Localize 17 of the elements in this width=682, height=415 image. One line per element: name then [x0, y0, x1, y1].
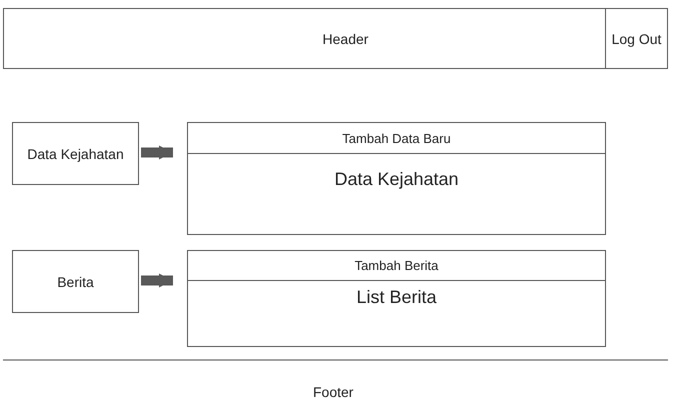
- box-label: Data Kejahatan: [334, 169, 459, 190]
- box-label: Log Out: [612, 30, 662, 46]
- header-bar: [3, 8, 606, 69]
- box-label: Header: [322, 30, 368, 46]
- menu-box: [12, 250, 139, 313]
- box-label: Berita: [57, 274, 94, 290]
- content-panel: [187, 250, 606, 347]
- block-arrow: [141, 274, 173, 288]
- content-panel: [187, 122, 606, 235]
- block-arrow: [141, 146, 173, 160]
- box-label: Data Kejahatan: [27, 146, 124, 162]
- box-label: List Berita: [356, 287, 437, 308]
- box-label: Tambah Berita: [354, 258, 438, 273]
- logout-cell: [605, 8, 668, 69]
- menu-box: [12, 122, 139, 185]
- box-label: Tambah Data Baru: [342, 130, 451, 146]
- footer-label: Footer: [313, 384, 354, 400]
